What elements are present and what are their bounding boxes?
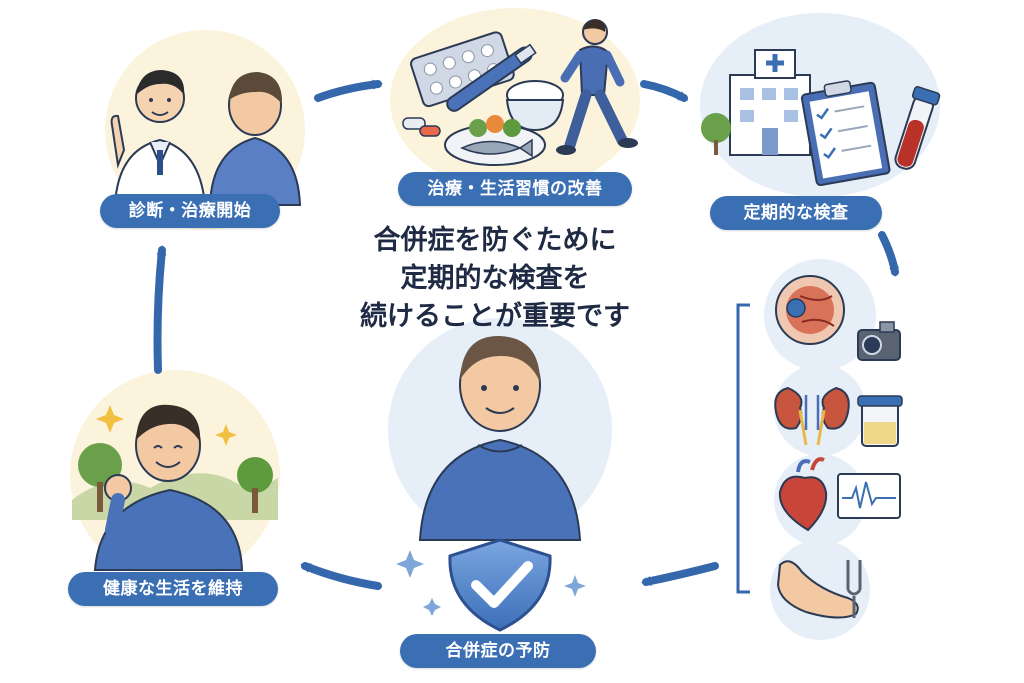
center-person-scene — [388, 318, 612, 542]
sparkle-icon — [423, 598, 441, 616]
heart-exam-item — [774, 454, 900, 546]
kidney-exam-item — [774, 364, 902, 456]
clipboard-icon — [800, 76, 890, 185]
checkup-scene — [700, 13, 940, 197]
ecg-monitor-icon — [838, 474, 900, 518]
foot-exam-item — [770, 540, 870, 640]
arrow-prevention-to-maintain — [305, 566, 378, 586]
shield-check-icon — [450, 540, 550, 630]
center-message-line: 定期的な検査を — [330, 260, 660, 298]
exam-list — [738, 259, 902, 640]
arrow-exams-to-prevention — [646, 566, 715, 582]
sparkle-icon — [564, 575, 586, 597]
step-label-diagnosis: 診断・治療開始 — [100, 194, 280, 228]
maintain-scene — [70, 370, 280, 580]
arrow-diagnosis-to-lifestyle — [318, 84, 378, 98]
center-message-line: 合併症を防ぐために — [330, 222, 660, 260]
arrow-maintain-to-diagnosis — [158, 250, 163, 370]
arrow-lifestyle-to-checkup — [644, 84, 684, 98]
step-label-prevention: 合併症の予防 — [400, 634, 596, 668]
center-message: 合併症を防ぐために 定期的な検査を 続けることが重要です — [330, 222, 660, 336]
eye-icon — [776, 276, 844, 344]
step-label-lifestyle: 治療・生活習慣の改善 — [398, 172, 632, 206]
urine-cup-icon — [858, 396, 902, 446]
center-message-line: 続けることが重要です — [330, 298, 660, 336]
step-label-checkup: 定期的な検査 — [710, 196, 882, 230]
step-label-maintain: 健康な生活を維持 — [68, 572, 278, 606]
eye-exam-item — [764, 259, 900, 371]
lifestyle-scene — [390, 8, 640, 192]
sparkle-icon — [396, 550, 424, 578]
arrow-checkup-to-exams — [882, 235, 895, 272]
